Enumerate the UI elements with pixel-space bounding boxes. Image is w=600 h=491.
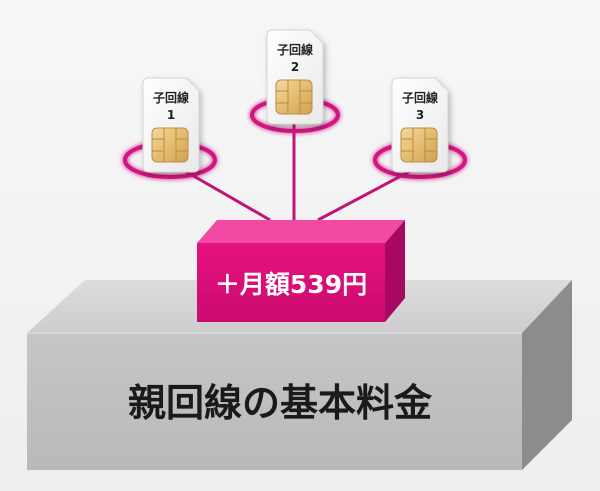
sim-label-line1: 子回線 <box>277 42 313 57</box>
base-block-label: 親回線の基本料金 <box>128 381 433 425</box>
sim-chip-icon <box>400 127 438 163</box>
base-block-front <box>27 333 522 470</box>
base-block-side <box>522 280 572 470</box>
addon-block-front <box>197 243 385 322</box>
sim-card-1: 子回線 1 <box>142 77 200 173</box>
base-block: 親回線の基本料金 <box>27 280 572 470</box>
addon-block-label: ＋月額539円 <box>215 270 367 299</box>
sim-label-line2: 2 <box>291 60 299 74</box>
addon-block-top <box>197 220 405 243</box>
connector-lines <box>177 123 419 222</box>
addon-block: ＋月額539円 <box>197 220 405 322</box>
sim-card-2: 子回線 2 <box>266 29 324 125</box>
sim-label-line2: 1 <box>167 108 175 122</box>
sim-label-line2: 3 <box>416 108 424 122</box>
sim-label-line1: 子回線 <box>153 90 189 105</box>
addon-block-side <box>385 220 405 322</box>
sim-card-3: 子回線 3 <box>391 77 449 173</box>
sim-chip-icon <box>275 79 313 115</box>
sim-chip-icon <box>151 127 189 163</box>
sim-label-line1: 子回線 <box>402 90 438 105</box>
